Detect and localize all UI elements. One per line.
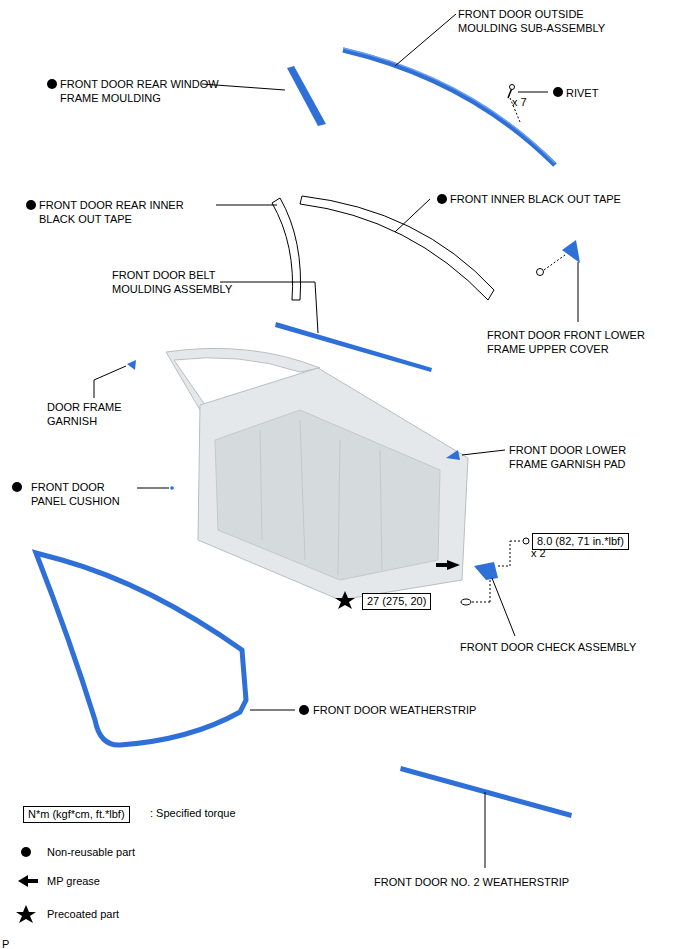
part-label: FRONT DOOR REAR WINDOW FRAME MOULDING <box>60 77 245 105</box>
part-label: FRONT DOOR WEATHERSTRIP <box>313 703 476 717</box>
part-label: FRONT DOOR FRONT LOWER FRAME UPPER COVER <box>487 328 672 356</box>
part-label: DOOR FRAME GARNISH <box>47 400 147 428</box>
door-frame-garnish <box>127 360 136 370</box>
legend-text: : Specified torque <box>150 806 236 820</box>
torque-box: 8.0 (82, 71 in.*lbf) <box>532 533 629 550</box>
part-label: P <box>2 937 9 949</box>
torque-value: 27 (275, 20) <box>367 595 426 607</box>
part-label: x 7 <box>512 95 527 109</box>
torque-box: 27 (275, 20) <box>362 593 431 610</box>
precoated-mark <box>335 591 355 609</box>
garnish-pad <box>446 450 460 460</box>
legend-text: Non-reusable part <box>47 845 135 859</box>
part-label: FRONT DOOR PANEL CUSHION <box>31 480 131 508</box>
legend-text: MP grease <box>47 874 100 888</box>
legend-text: Precoated part <box>47 907 119 921</box>
part-label: FRONT DOOR CHECK ASSEMBLY <box>460 640 636 654</box>
front-inner-tape <box>300 196 494 300</box>
check-assembly <box>474 562 498 580</box>
outside-moulding <box>343 50 555 165</box>
weatherstrip <box>36 553 246 745</box>
torque-value: 8.0 (82, 71 in.*lbf) <box>537 535 624 547</box>
part-label: RIVET <box>566 86 598 100</box>
part-label: FRONT DOOR NO. 2 WEATHERSTRIP <box>374 875 569 889</box>
upper-cover <box>562 240 580 263</box>
torque-value: N*m (kgf*cm, ft.*lbf) <box>28 808 125 820</box>
panel-cushion <box>170 486 174 490</box>
part-label: FRONT INNER BLACK OUT TAPE <box>450 192 621 206</box>
rear-inner-tape <box>272 198 301 300</box>
part-label: FRONT DOOR OUTSIDE MOULDING SUB-ASSEMBLY <box>458 7 630 35</box>
part-label: FRONT DOOR LOWER FRAME GARNISH PAD <box>509 443 659 471</box>
front-door-panel <box>166 348 468 600</box>
torque-box: N*m (kgf*cm, ft.*lbf) <box>23 806 130 823</box>
rear-window-moulding <box>287 66 326 126</box>
grease-arrow <box>18 875 38 887</box>
part-label: FRONT DOOR BELT MOULDING ASSEMBLY <box>112 268 252 296</box>
grease-arrow <box>436 560 460 570</box>
precoated-mark <box>16 905 36 923</box>
part-label: FRONT DOOR REAR INNER BLACK OUT TAPE <box>39 198 211 226</box>
no2-weatherstrip <box>400 766 572 818</box>
